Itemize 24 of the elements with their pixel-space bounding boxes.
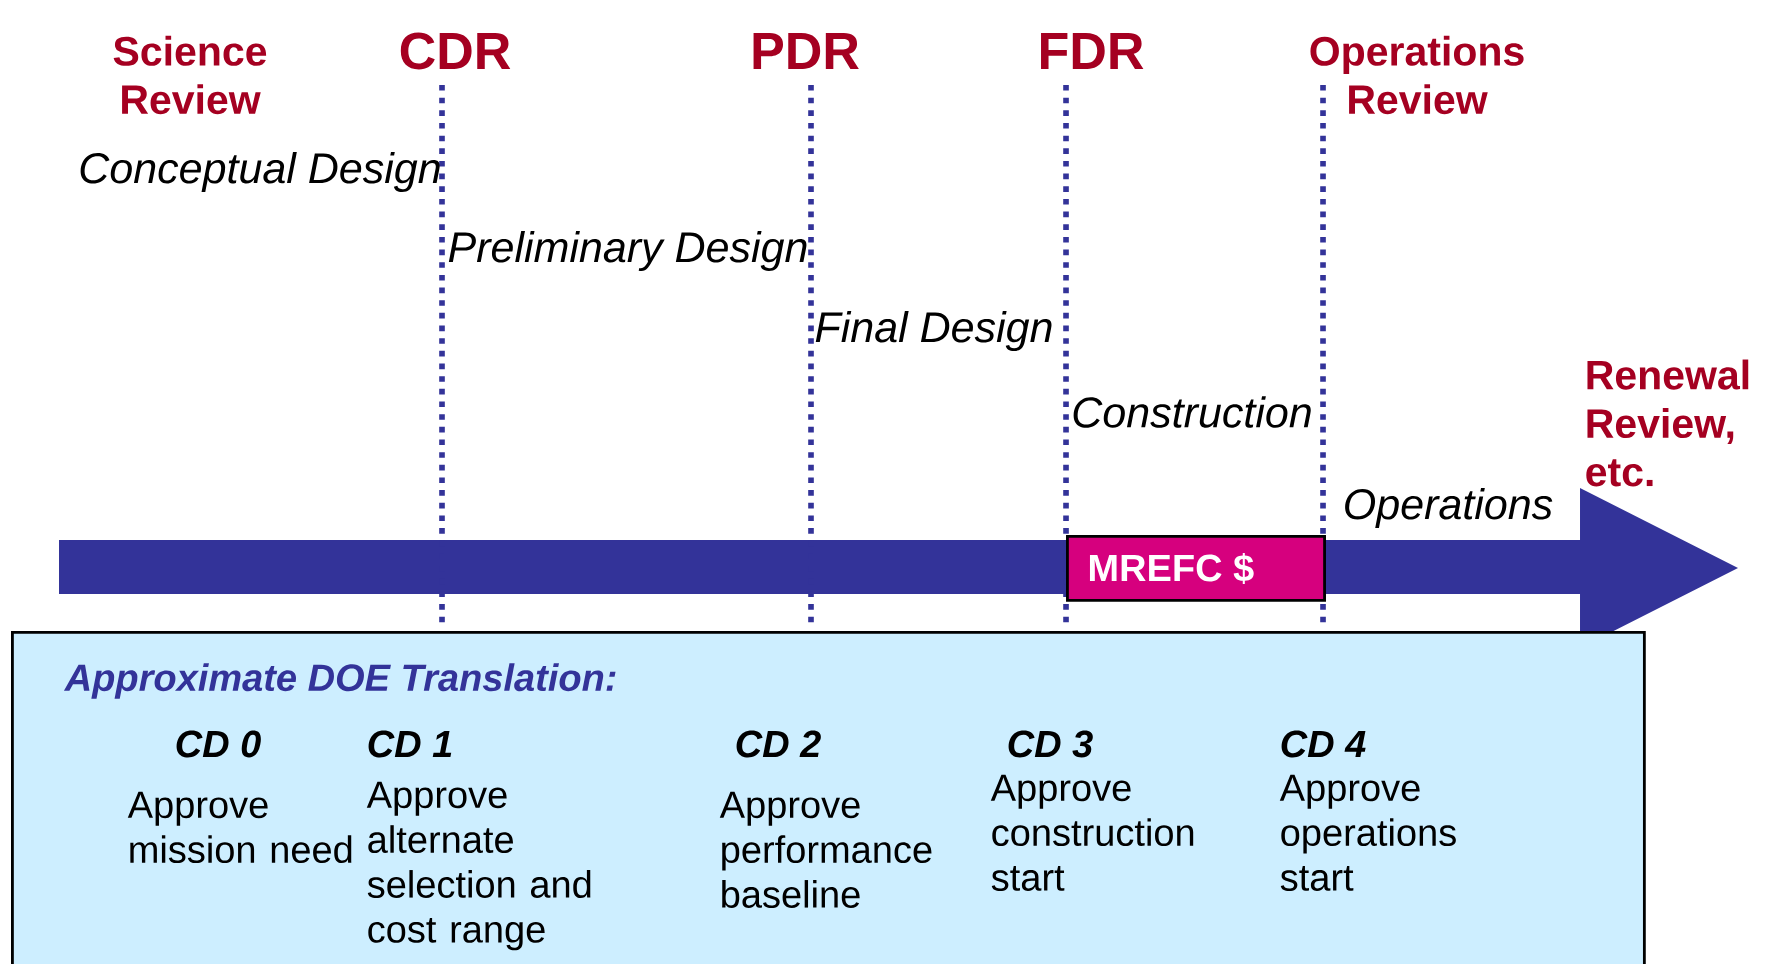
review-label: Operations Review	[1310, 35, 1524, 115]
milestone-description: Approve performance baseline	[719, 791, 932, 908]
milestone-label: CDR	[400, 32, 511, 70]
review-label: Science Review	[113, 35, 267, 115]
milestone-description: Approve construction start	[990, 774, 1194, 891]
phase-label: Preliminary Design	[448, 230, 807, 272]
review-label: Renewal Review, etc.	[1586, 359, 1749, 487]
milestone-code: CD 3	[1008, 730, 1093, 758]
translation-panel	[11, 631, 1646, 964]
milestone-code: CD 0	[176, 730, 261, 758]
milestone-description: Approve mission need	[127, 791, 352, 864]
milestone-code: CD 1	[368, 730, 452, 758]
phase-label: Conceptual Design	[80, 151, 440, 193]
phase-label: Final Design	[815, 310, 1052, 352]
phase-label: Construction	[1073, 396, 1311, 428]
milestone-code: CD 2	[736, 730, 821, 758]
milestone-description: Approve alternate selection and cost range	[366, 781, 591, 951]
milestone-code: CD 4	[1281, 730, 1366, 758]
milestone-label: PDR	[753, 33, 859, 69]
funding-box: MREFC $	[1066, 535, 1326, 602]
milestone-description: Approve operations start	[1279, 774, 1456, 891]
phase-label: Operations	[1345, 487, 1553, 529]
milestone-label: FDR	[1041, 33, 1144, 69]
panel-heading: Approximate DOE Translation:	[63, 663, 616, 699]
